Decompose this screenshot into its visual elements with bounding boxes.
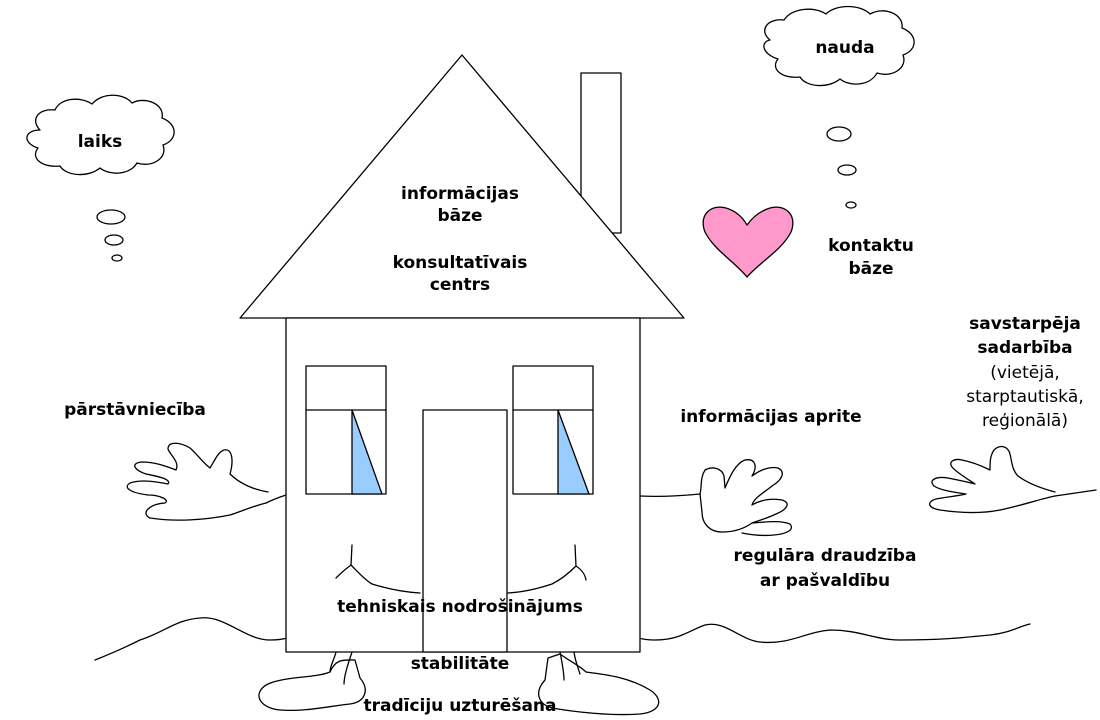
- label-contact-line2: bāze: [848, 259, 894, 279]
- left-window: [305, 365, 387, 495]
- label-money: nauda: [815, 38, 875, 58]
- thought-bubble: [96, 209, 126, 225]
- left-arm: [265, 494, 287, 504]
- left-hand: [126, 442, 269, 521]
- label-consult-line1: konsultatīvais: [392, 253, 528, 273]
- label-mutual-line1: savstarpēja: [969, 314, 1081, 334]
- far-right-arm: [1054, 489, 1097, 497]
- label-representation: pārstāvniecība: [64, 400, 206, 420]
- label-consult-line2: centrs: [429, 275, 491, 295]
- label-friendship-line1: regulāra draudzība: [733, 546, 917, 566]
- door: [422, 409, 508, 653]
- thought-bubble: [845, 201, 857, 209]
- right-window-curtain: [557, 409, 590, 495]
- left-knee-mark: [335, 544, 421, 594]
- heart-icon: [702, 206, 794, 278]
- thought-bubble: [837, 164, 857, 176]
- label-stability: stabilitāte: [410, 654, 510, 674]
- label-mutual-line4: starptautiskā,: [966, 387, 1084, 407]
- thought-bubble: [111, 254, 123, 262]
- right-window: [512, 365, 594, 495]
- right-knee-mark: [507, 544, 587, 594]
- thought-bubble: [826, 126, 852, 142]
- label-traditions: tradīciju uzturēšana: [363, 696, 557, 716]
- thought-bubble: [104, 234, 124, 246]
- left-leg: [329, 651, 353, 685]
- cloud-time: [26, 94, 175, 176]
- label-info-base-line1: informācijas: [401, 184, 519, 204]
- right-hand: [699, 459, 792, 537]
- label-friendship-line2: ar pašvaldību: [759, 571, 891, 591]
- label-info-flow: informācijas aprite: [680, 407, 862, 427]
- cloud-money: [763, 5, 915, 87]
- label-technical: tehniskais nodrošinājums: [337, 597, 583, 617]
- label-mutual-line2: sadarbība: [977, 338, 1073, 358]
- label-mutual-line3: (vietējā,: [990, 363, 1060, 383]
- left-window-curtain: [351, 409, 383, 495]
- label-time: laiks: [77, 132, 123, 152]
- right-foot: [538, 653, 660, 716]
- label-info-base-line2: bāze: [437, 206, 483, 226]
- left-foot: [258, 659, 366, 712]
- label-mutual-line5: reģionālā): [982, 411, 1068, 431]
- label-contact-line1: kontaktu: [828, 236, 914, 256]
- far-right-hand: [929, 445, 1056, 514]
- right-arm: [639, 493, 701, 498]
